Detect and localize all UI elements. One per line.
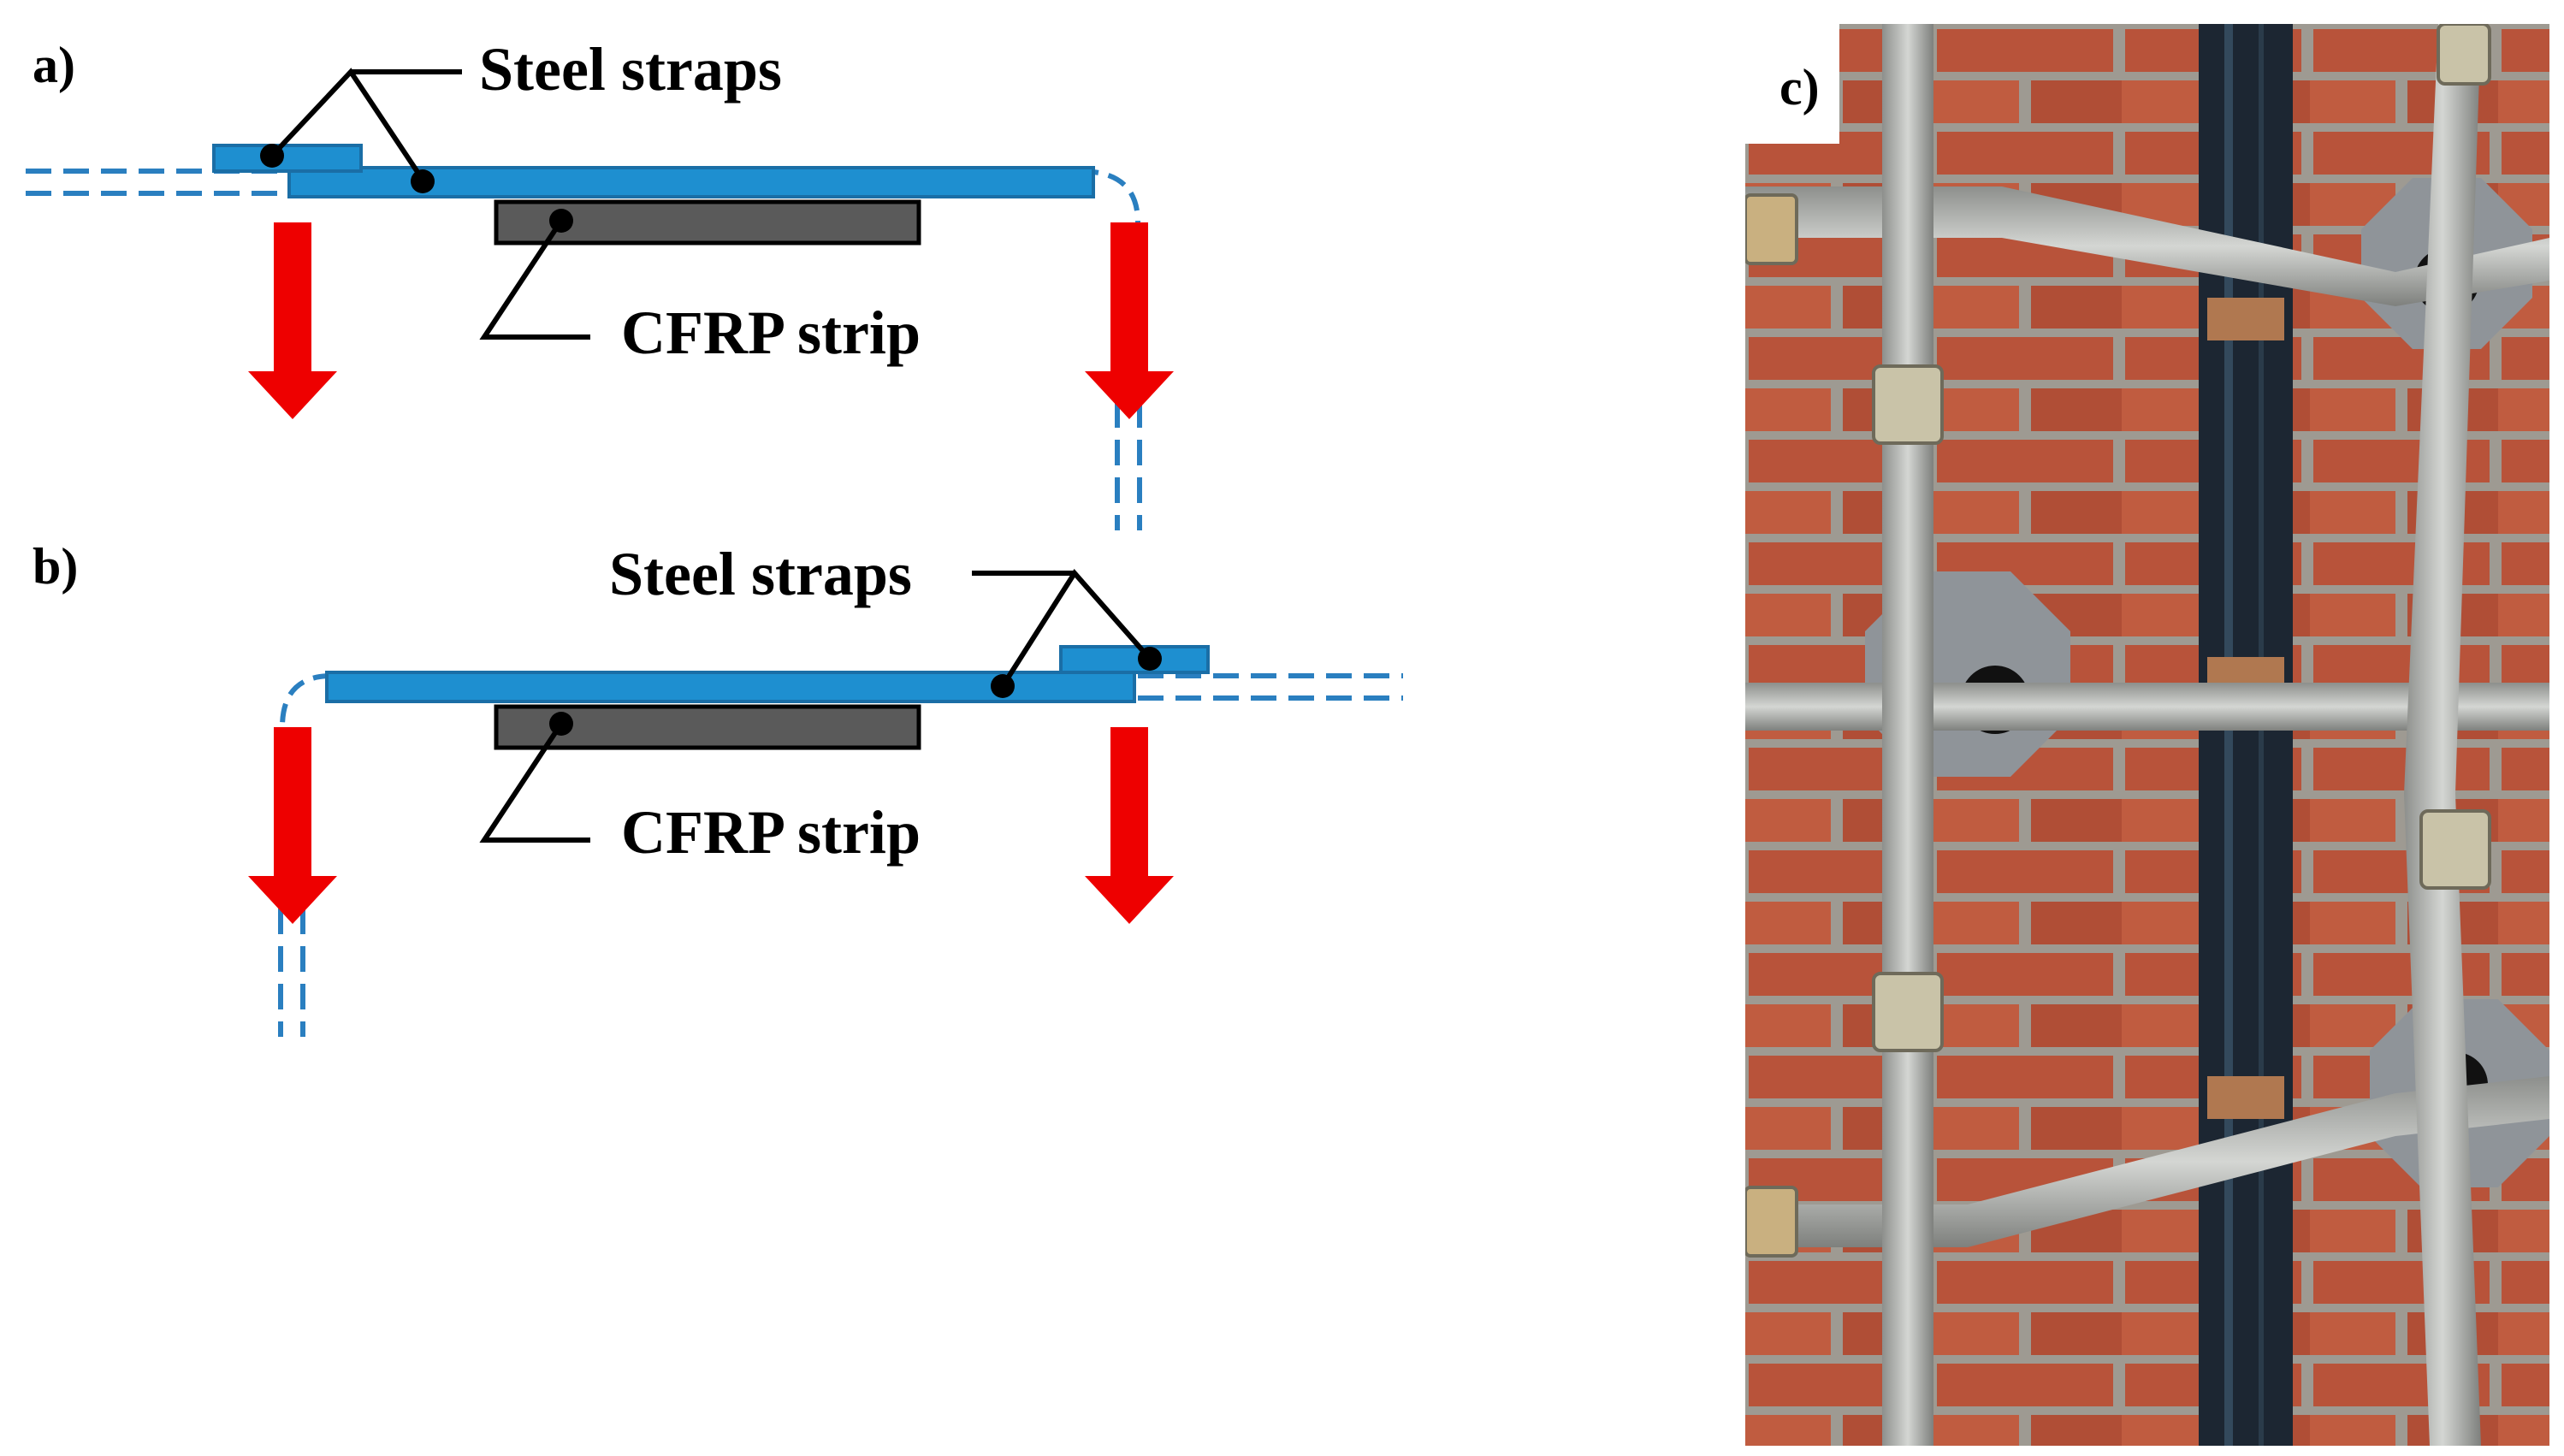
steel-strap-vertical-left — [1882, 24, 1933, 1446]
masonry-wall-photo: c) — [1745, 24, 2549, 1446]
panel-a-strap-dot-2 — [411, 169, 435, 193]
panel-a-cfrp-leader — [479, 219, 590, 340]
panel-b-cfrp-strip-label: CFRP strip — [621, 798, 921, 867]
panel-b-cfrp-dot — [549, 712, 573, 736]
strap-clamp-3 — [2419, 809, 2491, 890]
panel-a-short-strap — [212, 144, 363, 173]
strap-clamp-4 — [2437, 24, 2491, 86]
steel-strap-vertical-right — [2404, 24, 2481, 1446]
schematic-diagram — [26, 68, 1403, 1037]
panel-b-right-force-arrow — [1085, 727, 1174, 924]
photo-illustration — [1745, 24, 2549, 1446]
panel-c-label: c) — [1779, 59, 1820, 115]
panel-a-steel-straps-label: Steel straps — [479, 35, 782, 104]
wood-spacer-3 — [2207, 1076, 2284, 1119]
panel-a-cfrp-dot — [549, 209, 573, 233]
panel-b-strap-dot-2 — [1138, 647, 1162, 671]
panel-b-left-force-arrow — [248, 727, 337, 924]
panel-a-strap-dot-1 — [260, 144, 284, 168]
steel-strap-horizontal-bottom — [1745, 1076, 2549, 1247]
panel-b-straps-leader — [1000, 569, 1152, 688]
panel-b-strap-dot-1 — [991, 674, 1015, 698]
panel-b-steel-straps-label: Steel straps — [609, 540, 912, 608]
panel-b-schematic — [248, 569, 1403, 1037]
steel-strap-horizontal-top — [1745, 186, 2549, 306]
panel-a-main-strap — [287, 166, 1095, 198]
panel-b-dashed-bend — [280, 673, 333, 728]
brick-wall — [1745, 24, 2549, 1446]
strap-clamp-1 — [1872, 364, 1944, 445]
strap-clamp-5 — [1745, 193, 1798, 265]
panel-a-schematic — [26, 68, 1174, 530]
wood-spacer-1 — [2207, 298, 2284, 340]
panel-a-cfrp-strip-label: CFRP strip — [621, 299, 921, 367]
panel-a-right-force-arrow — [1085, 222, 1174, 419]
panel-b-short-strap — [1059, 645, 1210, 674]
strap-clamp-2 — [1872, 972, 1944, 1052]
panel-a-label: a) — [33, 37, 75, 93]
panel-b-label: b) — [33, 538, 79, 595]
panel-b-cfrp-leader — [479, 722, 590, 843]
strap-clamp-6 — [1745, 1186, 1798, 1258]
panel-a-left-force-arrow — [248, 222, 337, 419]
